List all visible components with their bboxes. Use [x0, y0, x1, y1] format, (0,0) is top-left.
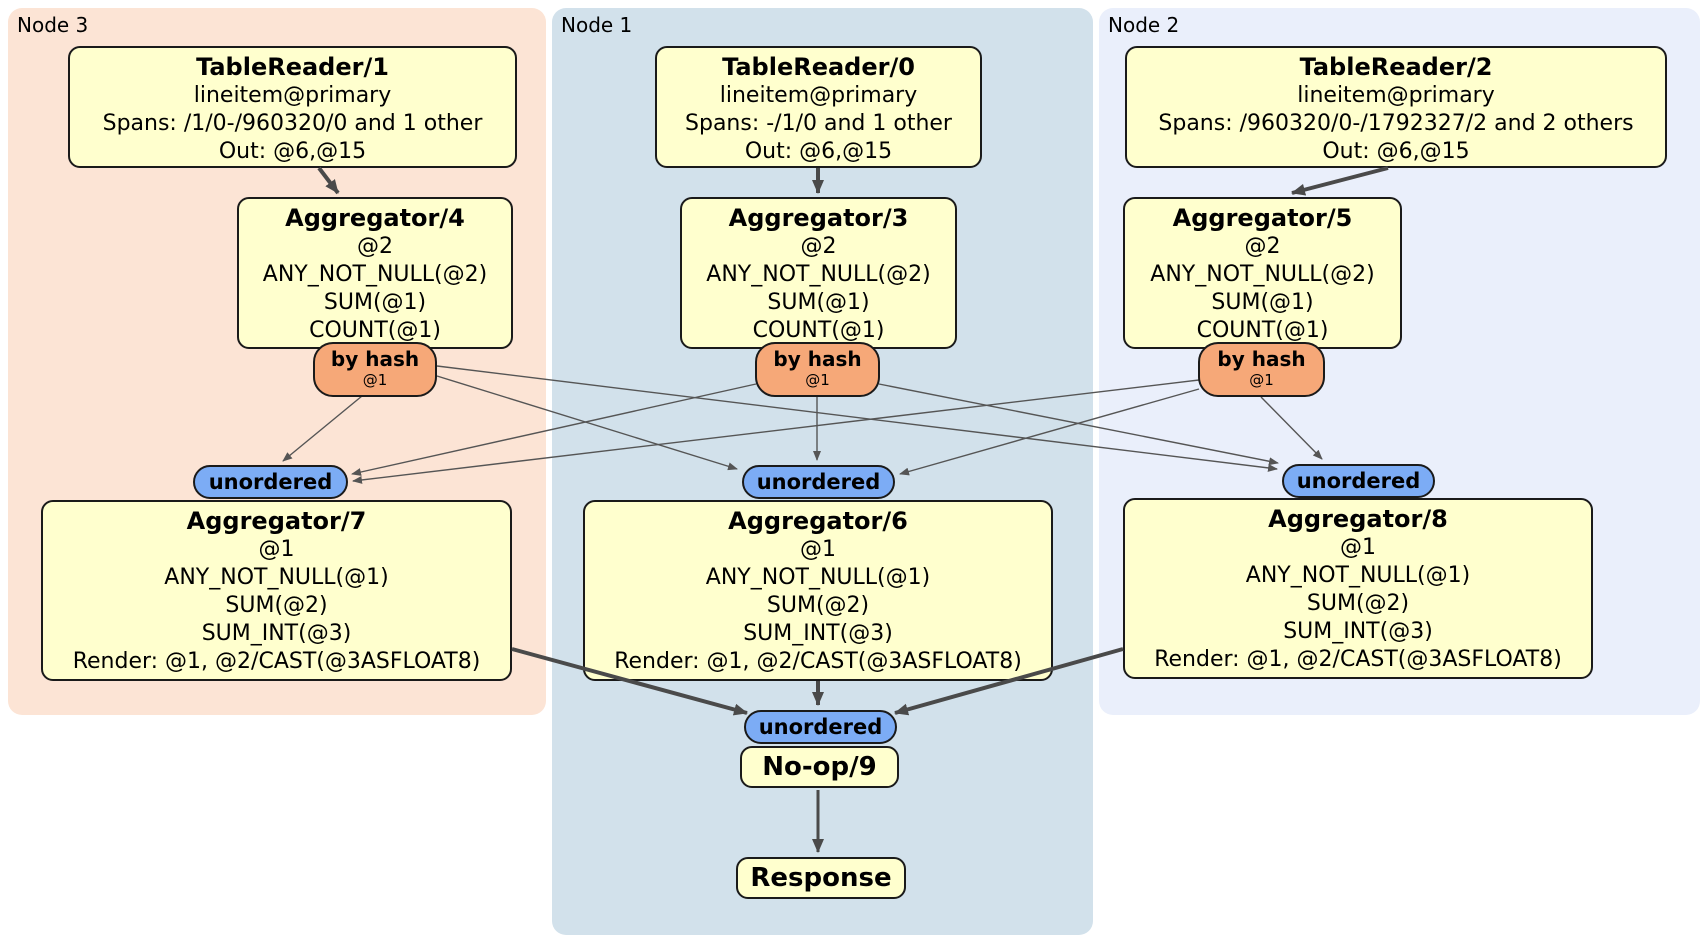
- box-line-aggregator-4-3: COUNT(@1): [309, 318, 441, 343]
- box-line-tablereader-1-1: Spans: /1/0-/960320/0 and 1 other: [102, 111, 483, 136]
- router-sub-by-hash-4: @1: [362, 371, 388, 389]
- box-line-aggregator-7-1: ANY_NOT_NULL(@1): [164, 565, 389, 590]
- box-line-aggregator-5-3: COUNT(@1): [1196, 318, 1329, 343]
- box-line-aggregator-3-1: ANY_NOT_NULL(@2): [706, 262, 931, 287]
- sync-unordered-left: unordered: [193, 465, 348, 499]
- router-by-hash-3: by hash@1: [755, 342, 880, 397]
- box-line-aggregator-6-1: ANY_NOT_NULL(@1): [705, 565, 931, 590]
- box-line-aggregator-4-1: ANY_NOT_NULL(@2): [262, 262, 488, 287]
- box-line-aggregator-7-3: SUM_INT(@3): [201, 621, 352, 646]
- box-line-aggregator-7-4: Render: @1, @2/CAST(@3ASFLOAT8): [72, 649, 481, 674]
- box-title-aggregator-3: Aggregator/3: [728, 204, 909, 232]
- box-line-tablereader-2-1: Spans: /960320/0-/1792327/2 and 2 others: [1158, 111, 1634, 136]
- box-line-tablereader-0-1: Spans: -/1/0 and 1 other: [685, 111, 952, 136]
- box-line-aggregator-8-2: SUM(@2): [1306, 591, 1410, 616]
- box-title-aggregator-8: Aggregator/8: [1268, 505, 1448, 533]
- box-title-aggregator-5: Aggregator/5: [1172, 204, 1353, 232]
- box-line-tablereader-0-0: lineitem@primary: [719, 83, 918, 108]
- sync-unordered-bottom: unordered: [744, 710, 897, 744]
- router-label-by-hash-5: by hash: [1217, 347, 1306, 371]
- box-title-tablereader-2: TableReader/2: [1299, 53, 1493, 81]
- box-title-response: Response: [750, 863, 892, 893]
- router-sub-by-hash-5: @1: [1249, 371, 1274, 389]
- box-line-aggregator-8-0: @1: [1340, 535, 1376, 560]
- box-line-aggregator-3-2: SUM(@1): [767, 290, 870, 315]
- box-no-op-9: No-op/9: [740, 746, 899, 788]
- box-line-aggregator-3-0: @2: [800, 234, 837, 259]
- box-line-aggregator-6-2: SUM(@2): [766, 593, 870, 618]
- box-line-aggregator-7-2: SUM(@2): [225, 593, 328, 618]
- box-line-aggregator-8-3: SUM_INT(@3): [1283, 619, 1433, 644]
- region-label-node-2: Node 2: [1108, 13, 1180, 37]
- box-line-aggregator-8-1: ANY_NOT_NULL(@1): [1245, 563, 1471, 588]
- box-line-aggregator-8-4: Render: @1, @2/CAST(@3ASFLOAT8): [1154, 647, 1562, 672]
- sync-unordered-mid: unordered: [742, 465, 895, 499]
- box-title-tablereader-0: TableReader/0: [722, 53, 915, 81]
- box-line-aggregator-7-0: @1: [258, 537, 295, 562]
- box-line-aggregator-4-2: SUM(@1): [323, 290, 427, 315]
- box-line-aggregator-3-3: COUNT(@1): [752, 318, 885, 343]
- box-title-aggregator-7: Aggregator/7: [186, 507, 367, 535]
- box-line-tablereader-2-0: lineitem@primary: [1297, 83, 1495, 108]
- box-line-aggregator-6-0: @1: [800, 537, 836, 562]
- box-line-aggregator-5-0: @2: [1244, 234, 1281, 259]
- box-response: Response: [736, 857, 906, 899]
- box-line-tablereader-1-0: lineitem@primary: [193, 83, 392, 108]
- router-label-by-hash-4: by hash: [330, 347, 420, 371]
- box-title-no-op-9: No-op/9: [762, 752, 877, 782]
- box-line-aggregator-4-0: @2: [357, 234, 393, 259]
- box-line-aggregator-5-1: ANY_NOT_NULL(@2): [1150, 262, 1375, 287]
- region-label-node-3: Node 3: [17, 13, 89, 37]
- box-line-tablereader-0-2: Out: @6,@15: [744, 139, 893, 164]
- box-line-aggregator-6-3: SUM_INT(@3): [743, 621, 893, 646]
- sync-unordered-right: unordered: [1282, 464, 1435, 498]
- router-sub-by-hash-3: @1: [805, 371, 830, 389]
- box-line-aggregator-5-2: SUM(@1): [1211, 290, 1314, 315]
- box-line-tablereader-1-2: Out: @6,@15: [218, 139, 367, 164]
- box-title-aggregator-4: Aggregator/4: [285, 204, 465, 232]
- box-title-tablereader-1: TableReader/1: [196, 53, 389, 81]
- router-label-by-hash-3: by hash: [773, 347, 862, 371]
- box-line-tablereader-2-2: Out: @6,@15: [1322, 139, 1470, 164]
- router-by-hash-4: by hash@1: [313, 342, 437, 397]
- router-by-hash-5: by hash@1: [1198, 342, 1325, 397]
- box-line-aggregator-6-4: Render: @1, @2/CAST(@3ASFLOAT8): [614, 649, 1022, 674]
- region-label-node-1: Node 1: [561, 13, 633, 37]
- box-title-aggregator-6: Aggregator/6: [728, 507, 908, 535]
